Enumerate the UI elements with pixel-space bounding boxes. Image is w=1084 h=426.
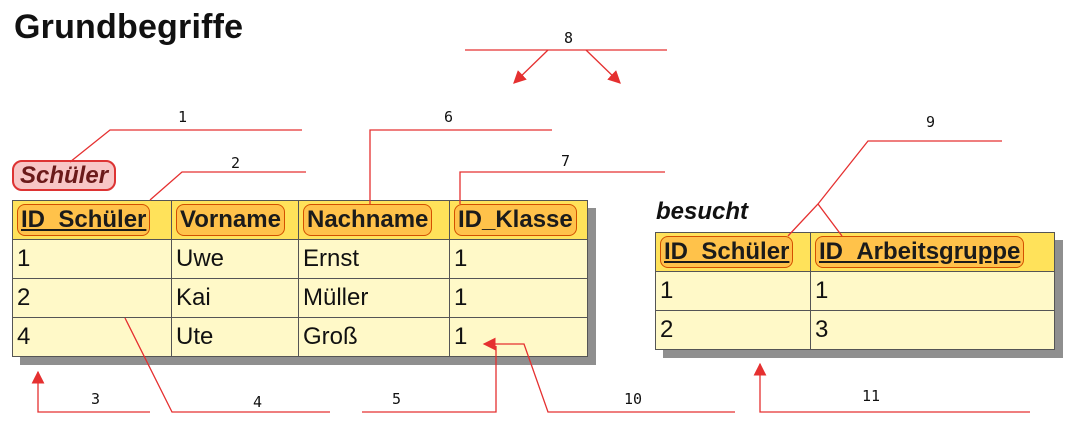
table-name-besucht: besucht	[656, 198, 749, 225]
table-cell: Kai	[171, 278, 299, 318]
table-name-schueler: Schüler	[12, 160, 117, 191]
callout-label-3: 3	[91, 390, 101, 408]
table-row: 2 Kai Müller 1	[12, 278, 588, 318]
callout-arrow-8b	[585, 49, 621, 84]
table-cell: 1	[810, 271, 1055, 311]
callout-label-5: 5	[392, 390, 402, 408]
table-cell: 2	[655, 310, 811, 350]
callout-line-2	[149, 171, 306, 201]
table-cell: 1	[12, 239, 172, 279]
table-cell: 3	[810, 310, 1055, 350]
page-title: Grundbegriffe	[14, 8, 244, 46]
table-cell: Uwe	[171, 239, 299, 279]
table-row: 1 Uwe Ernst 1	[12, 239, 588, 279]
callout-line-4	[124, 317, 330, 413]
callout-label-11: 11	[862, 387, 881, 405]
callout-label-4: 4	[253, 393, 263, 411]
header-nachname: Nachname	[303, 204, 433, 236]
table-cell: 1	[449, 239, 588, 279]
table-header-row: ID_Schüler ID_Arbeitsgruppe	[655, 232, 1055, 272]
callout-line-6	[369, 129, 552, 204]
table-header-row: ID_Schüler Vorname Nachname ID_Klasse	[12, 200, 588, 240]
table-cell: 4	[12, 317, 172, 357]
header-cell: Nachname	[298, 200, 450, 240]
callout-label-2: 2	[231, 154, 241, 172]
callout-label-7: 7	[561, 152, 571, 170]
callout-line-9	[787, 140, 1002, 237]
callout-label-8: 8	[564, 29, 574, 47]
callout-arrow-8a	[513, 49, 549, 84]
header-vorname: Vorname	[176, 204, 285, 236]
callout-label-1: 1	[178, 108, 188, 126]
callout-line-9b	[817, 203, 843, 237]
table-cell: 2	[12, 278, 172, 318]
table-cell: 1	[449, 317, 588, 357]
callout-line-7	[459, 171, 665, 204]
callout-line-11	[753, 362, 1030, 413]
table-cell: Groß	[298, 317, 450, 357]
table-cell: Ute	[171, 317, 299, 357]
callout-line-10	[482, 337, 735, 413]
table-row: 4 Ute Groß 1	[12, 317, 588, 357]
callout-line-5	[362, 346, 497, 413]
table-name-badge: Schüler	[12, 160, 117, 191]
table-row: 2 3	[655, 310, 1055, 350]
callout-line-3	[31, 370, 150, 413]
header-id-schueler: ID_Schüler	[17, 204, 151, 236]
header-cell: ID_Klasse	[449, 200, 588, 240]
callout-line-1	[69, 129, 302, 163]
table-row: 1 1	[655, 271, 1055, 311]
table-cell: 1	[449, 278, 588, 318]
table-schueler: ID_Schüler Vorname Nachname ID_Klasse 1 …	[12, 200, 588, 357]
header-id-schueler: ID_Schüler	[660, 236, 794, 268]
callout-label-6: 6	[444, 108, 454, 126]
table-cell: Müller	[298, 278, 450, 318]
header-id-klasse: ID_Klasse	[454, 204, 577, 236]
header-cell: ID_Arbeitsgruppe	[810, 232, 1055, 272]
callout-label-10: 10	[624, 390, 643, 408]
header-id-arbeitsgruppe: ID_Arbeitsgruppe	[815, 236, 1025, 268]
callout-label-9: 9	[926, 113, 936, 131]
table-besucht: ID_Schüler ID_Arbeitsgruppe 1 1 2 3	[655, 232, 1055, 350]
